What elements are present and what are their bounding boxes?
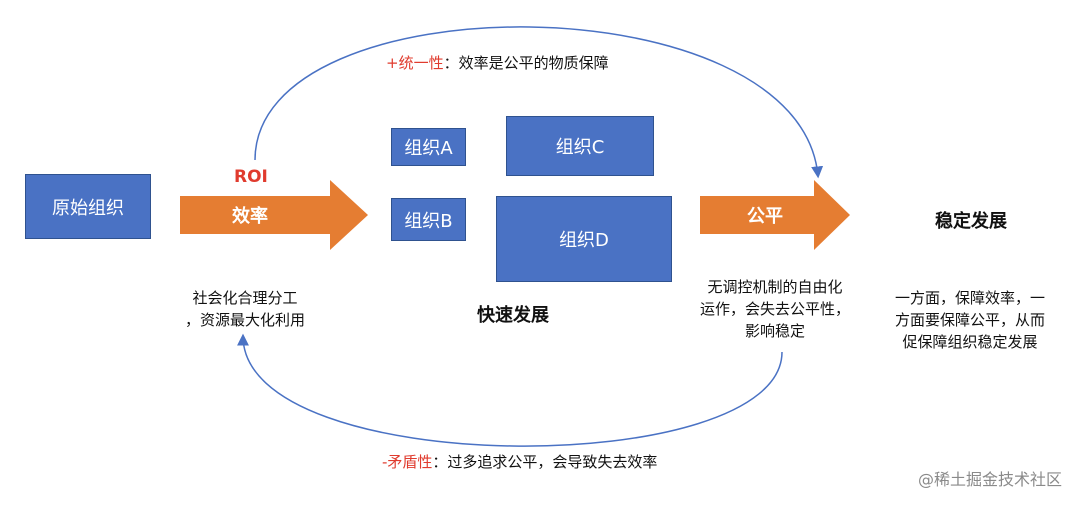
balance-line-1: 一方面，保障效率，一	[894, 289, 1045, 307]
stable-development-label: 稳定发展	[935, 211, 1007, 232]
social-division-line-2: ，资源最大化利用	[184, 311, 305, 329]
origin-node: 原始组织	[25, 174, 151, 239]
balance-text: 一方面，保障效率，一 方面要保障公平，从而 促保障组织稳定发展	[874, 287, 1066, 353]
contradiction-curve	[237, 333, 783, 447]
organization-b-node: 组织B	[391, 198, 466, 241]
balance-line-3: 促保障组织稳定发展	[902, 333, 1038, 351]
roi-label: ROI	[234, 167, 268, 187]
contradiction-text: ：过多追求公平，会导致失去效率	[432, 453, 658, 471]
watermark: @稀土掘金技术社区	[917, 470, 1062, 489]
contradiction-tag: -矛盾性	[382, 453, 433, 471]
fairness-label: 公平	[747, 206, 783, 227]
social-division-line-1: 社会化合理分工	[192, 289, 298, 307]
social-division-text: 社会化合理分工 ，资源最大化利用	[160, 287, 330, 331]
contradiction-label: -矛盾性：过多追求公平，会导致失去效率	[382, 451, 657, 473]
unity-tag: +统一性	[386, 54, 444, 72]
balance-line-2: 方面要保障公平，从而	[894, 311, 1045, 329]
efficiency-label: 效率	[232, 206, 268, 227]
fast-development-label: 快速发展	[477, 305, 549, 326]
unregulated-text: 无调控机制的自由化 运作，会失去公平性， 影响稳定	[684, 276, 866, 342]
fairness-arrow: 公平	[700, 180, 850, 250]
unity-text: ：效率是公平的物质保障	[443, 54, 609, 72]
organization-c-node: 组织C	[506, 116, 654, 176]
unity-label: +统一性：效率是公平的物质保障	[386, 52, 609, 74]
unregulated-line-1: 无调控机制的自由化	[707, 278, 843, 296]
unity-curve	[254, 26, 824, 179]
organization-d-node: 组织D	[496, 196, 672, 282]
unregulated-line-3: 影响稳定	[744, 322, 805, 340]
efficiency-arrow: 效率	[180, 180, 368, 250]
unregulated-line-2: 运作，会失去公平性，	[699, 300, 850, 318]
organization-a-node: 组织A	[391, 128, 466, 166]
